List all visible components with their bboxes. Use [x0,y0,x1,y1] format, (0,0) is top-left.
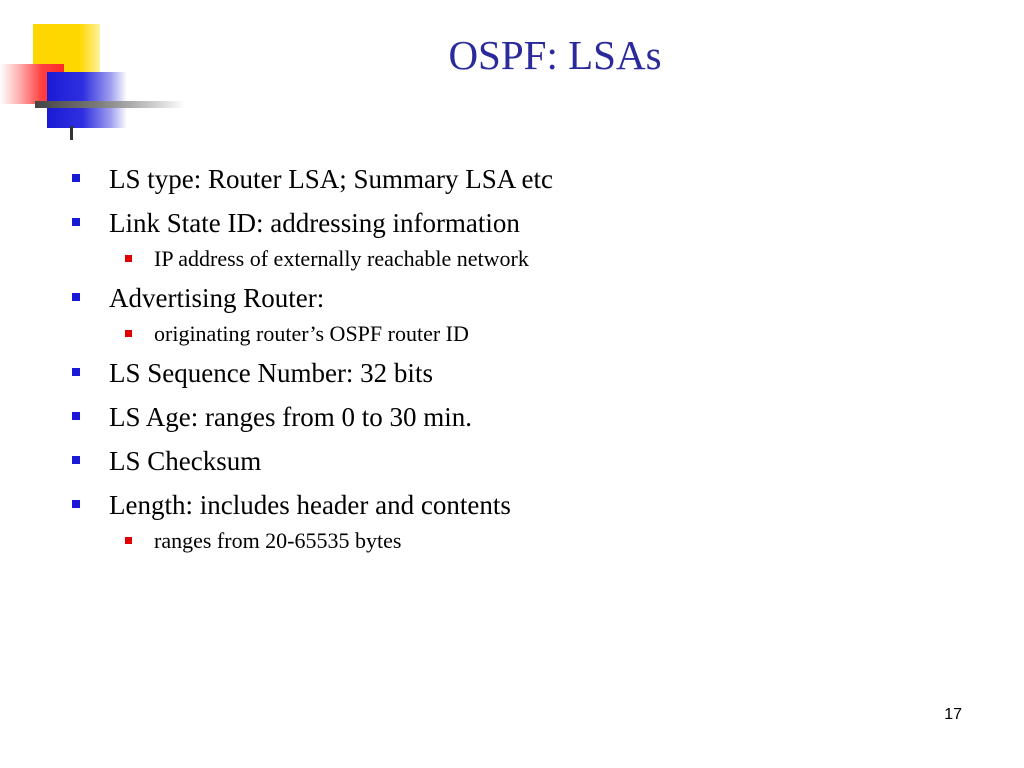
sub-bullet-text: IP address of externally reachable netwo… [154,246,529,271]
bullet-item: Advertising Router: [72,278,972,318]
sub-bullet-item: ranges from 20-65535 bytes [72,525,972,556]
bullet-item: LS Checksum [72,441,972,481]
square-sub-bullet-icon [125,255,132,262]
bullet-text: LS type: Router LSA; Summary LSA etc [109,164,553,194]
square-sub-bullet-icon [125,330,132,337]
bullet-item: LS type: Router LSA; Summary LSA etc [72,159,972,199]
square-bullet-icon [72,218,80,226]
sub-bullet-item: originating router’s OSPF router ID [72,318,972,349]
sub-bullet-text: originating router’s OSPF router ID [154,321,469,346]
bullet-item: LS Sequence Number: 32 bits [72,353,972,393]
square-bullet-icon [72,293,80,301]
slide-title: OSPF: LSAs [448,32,662,78]
bullet-text: LS Sequence Number: 32 bits [109,358,433,388]
bullet-item: Length: includes header and contents [72,485,972,525]
logo-horizontal-line [35,101,185,108]
square-bullet-icon [72,412,80,420]
square-bullet-icon [72,174,80,182]
square-bullet-icon [72,456,80,464]
decorative-logo [0,0,200,150]
bullet-item: LS Age: ranges from 0 to 30 min. [72,397,972,437]
square-bullet-icon [72,368,80,376]
bullet-text: LS Age: ranges from 0 to 30 min. [109,402,472,432]
sub-bullet-item: IP address of externally reachable netwo… [72,243,972,274]
bullet-text: LS Checksum [109,446,262,476]
bullet-text: Length: includes header and contents [109,490,511,520]
logo-vertical-line [70,126,73,140]
bullet-text: Advertising Router: [109,283,325,313]
bullet-item: Link State ID: addressing information [72,203,972,243]
bullet-text: Link State ID: addressing information [109,208,520,238]
logo-blue-square [47,72,127,128]
sub-bullet-text: ranges from 20-65535 bytes [154,528,402,553]
square-bullet-icon [72,500,80,508]
square-sub-bullet-icon [125,537,132,544]
bullet-list: LS type: Router LSA; Summary LSA etc Lin… [72,159,972,558]
page-number: 17 [944,706,962,723]
